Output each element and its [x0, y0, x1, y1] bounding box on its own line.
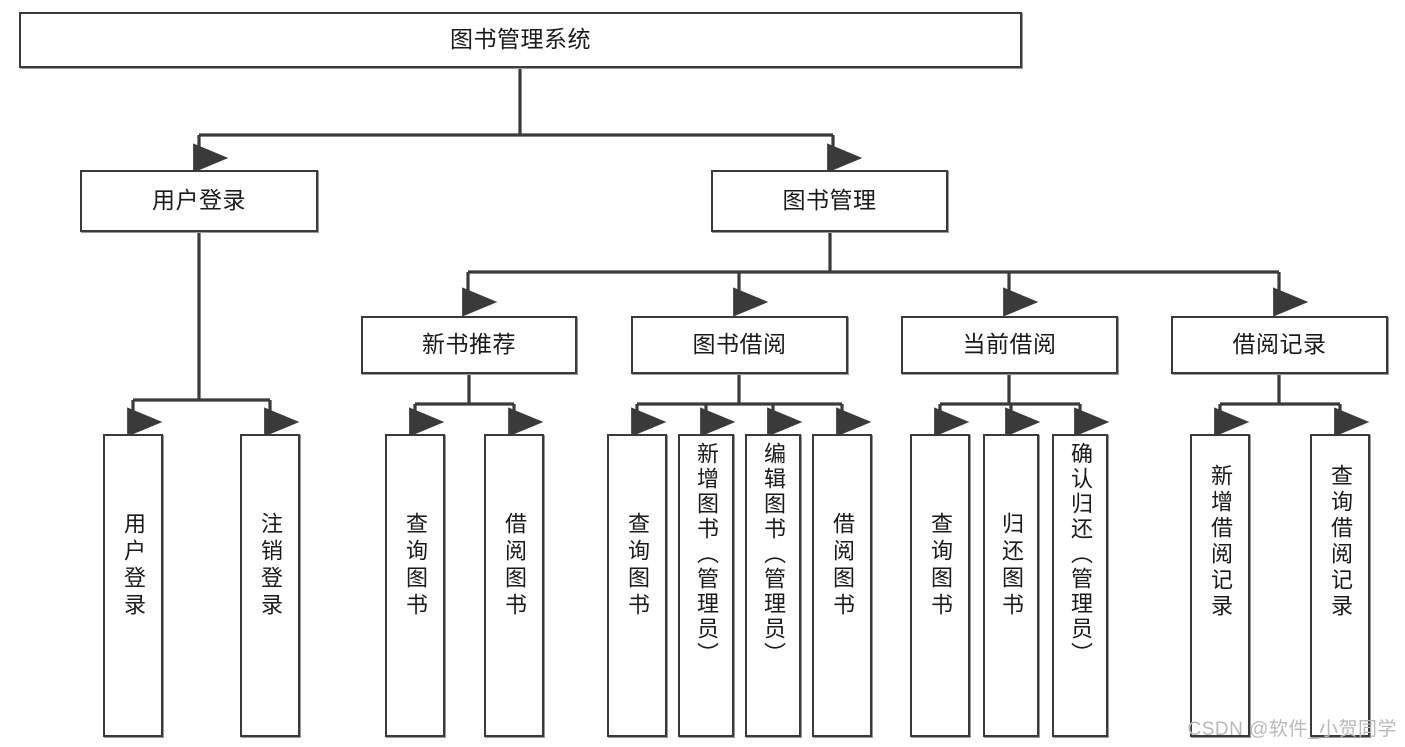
leaf-borrow-book-borrowing-label: 借阅图书 [830, 512, 855, 620]
node-current-borrowing[interactable]: 当前借阅 [901, 316, 1118, 374]
leaf-query-book-current-label: 查询图书 [928, 512, 953, 620]
leaf-add-book-admin-label: 新增图书（管理员） [694, 442, 719, 667]
leaf-add-borrow-record[interactable]: 新增借阅记录 [1190, 434, 1250, 737]
leaf-query-book-recommend-label: 查询图书 [403, 512, 428, 620]
leaf-user-login[interactable]: 用户登录 [103, 434, 163, 737]
leaf-query-book-current[interactable]: 查询图书 [910, 434, 970, 737]
leaf-query-borrow-record[interactable]: 查询借阅记录 [1310, 434, 1370, 737]
leaf-query-book-borrowing[interactable]: 查询图书 [607, 434, 667, 737]
leaf-confirm-return-admin[interactable]: 确认归还（管理员） [1052, 434, 1108, 737]
leaf-logout[interactable]: 注销登录 [240, 434, 300, 737]
leaf-query-book-recommend[interactable]: 查询图书 [385, 434, 445, 737]
node-root-label: 图书管理系统 [450, 26, 591, 53]
node-user-login[interactable]: 用户登录 [80, 170, 318, 232]
leaf-logout-label: 注销登录 [258, 512, 283, 620]
node-book-borrowing[interactable]: 图书借阅 [631, 316, 848, 374]
node-book-borrowing-label: 图书借阅 [692, 331, 787, 358]
node-user-login-label: 用户登录 [152, 187, 246, 214]
leaf-edit-book-admin[interactable]: 编辑图书（管理员） [745, 434, 801, 737]
node-borrowing-records-label: 借阅记录 [1232, 331, 1327, 358]
leaf-add-borrow-record-label: 新增借阅记录 [1208, 464, 1233, 620]
csdn-watermark: CSDN @软件_小贺同学 [1187, 719, 1397, 740]
node-book-management[interactable]: 图书管理 [711, 170, 948, 232]
leaf-confirm-return-admin-label: 确认归还（管理员） [1068, 442, 1093, 667]
node-new-book-recommendation[interactable]: 新书推荐 [361, 316, 577, 374]
leaf-return-book-label: 归还图书 [999, 512, 1024, 620]
leaf-query-borrow-record-label: 查询借阅记录 [1328, 464, 1353, 620]
leaf-return-book[interactable]: 归还图书 [983, 434, 1039, 737]
leaf-edit-book-admin-label: 编辑图书（管理员） [761, 442, 786, 667]
leaf-query-book-borrowing-label: 查询图书 [625, 512, 650, 620]
node-borrowing-records[interactable]: 借阅记录 [1171, 316, 1388, 374]
leaf-borrow-book-recommend[interactable]: 借阅图书 [484, 434, 544, 737]
leaf-user-login-label: 用户登录 [121, 512, 146, 620]
leaf-borrow-book-borrowing[interactable]: 借阅图书 [812, 434, 872, 737]
node-new-book-recommendation-label: 新书推荐 [422, 331, 516, 358]
node-current-borrowing-label: 当前借阅 [962, 331, 1057, 358]
node-book-management-label: 图书管理 [782, 187, 877, 214]
leaf-borrow-book-recommend-label: 借阅图书 [502, 512, 527, 620]
leaf-add-book-admin[interactable]: 新增图书（管理员） [678, 434, 734, 737]
node-root[interactable]: 图书管理系统 [19, 12, 1022, 68]
